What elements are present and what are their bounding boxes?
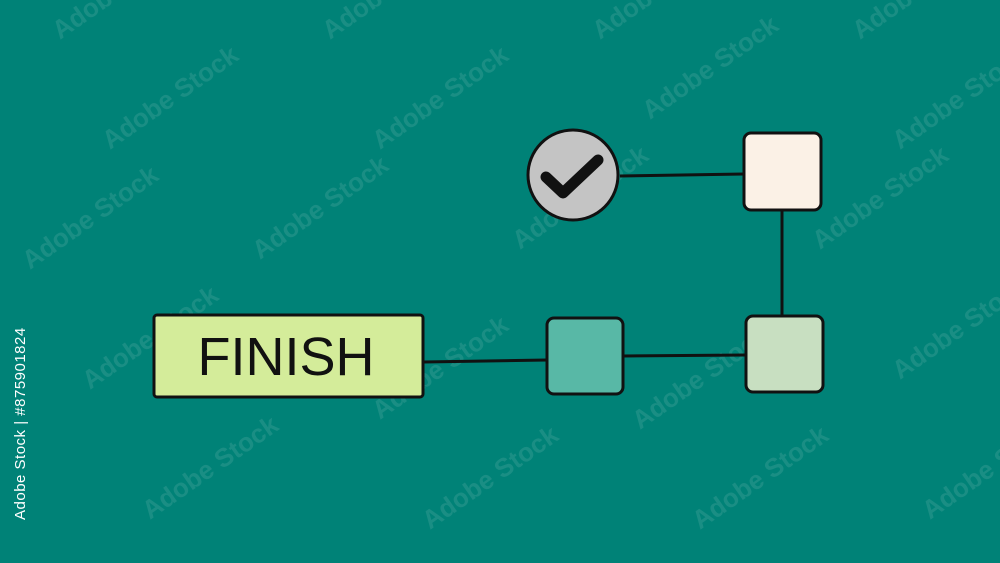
watermark-text: Adobe Stock bbox=[316, 0, 464, 45]
watermark-text: Adobe Stock bbox=[136, 409, 284, 525]
check-circle bbox=[526, 128, 620, 222]
checkmark-icon bbox=[540, 154, 604, 199]
connector-check-to-top-right bbox=[619, 172, 745, 178]
connector-bottom-right-to-middle bbox=[622, 353, 747, 358]
stock-id-label: Adobe Stock | #875901824 bbox=[12, 327, 29, 520]
check-node bbox=[526, 128, 620, 222]
node-top-right bbox=[742, 131, 823, 212]
watermark-text: Adobe Stock bbox=[846, 0, 994, 45]
node-bottom-right bbox=[744, 314, 825, 394]
watermark-text: Adobe Stock bbox=[806, 139, 954, 255]
watermark-text: Adobe Stock bbox=[46, 0, 194, 45]
finish-rect bbox=[152, 313, 425, 399]
watermark-text: Adobe Stock bbox=[886, 269, 1000, 385]
watermark-text: Adobe Stock bbox=[686, 419, 834, 535]
watermark-text: Adobe Stock bbox=[96, 39, 244, 155]
watermark-text: Adobe Stock bbox=[366, 39, 514, 155]
watermark-text: Adobe Stock bbox=[16, 159, 164, 275]
finish-box: FINISH bbox=[152, 313, 425, 399]
watermark-text: Adobe Stock bbox=[636, 9, 784, 125]
node-middle bbox=[545, 316, 625, 396]
watermark-text: Adobe Stock bbox=[886, 39, 1000, 155]
connector-middle-to-finish bbox=[423, 358, 548, 364]
watermark-text: Adobe Stock bbox=[416, 419, 564, 535]
watermark-text: Adobe Stock bbox=[586, 0, 734, 45]
watermark-text: Adobe Stock bbox=[246, 149, 394, 265]
watermark-text: Adobe Stock bbox=[916, 409, 1000, 525]
finish-label: FINISH bbox=[197, 327, 374, 387]
